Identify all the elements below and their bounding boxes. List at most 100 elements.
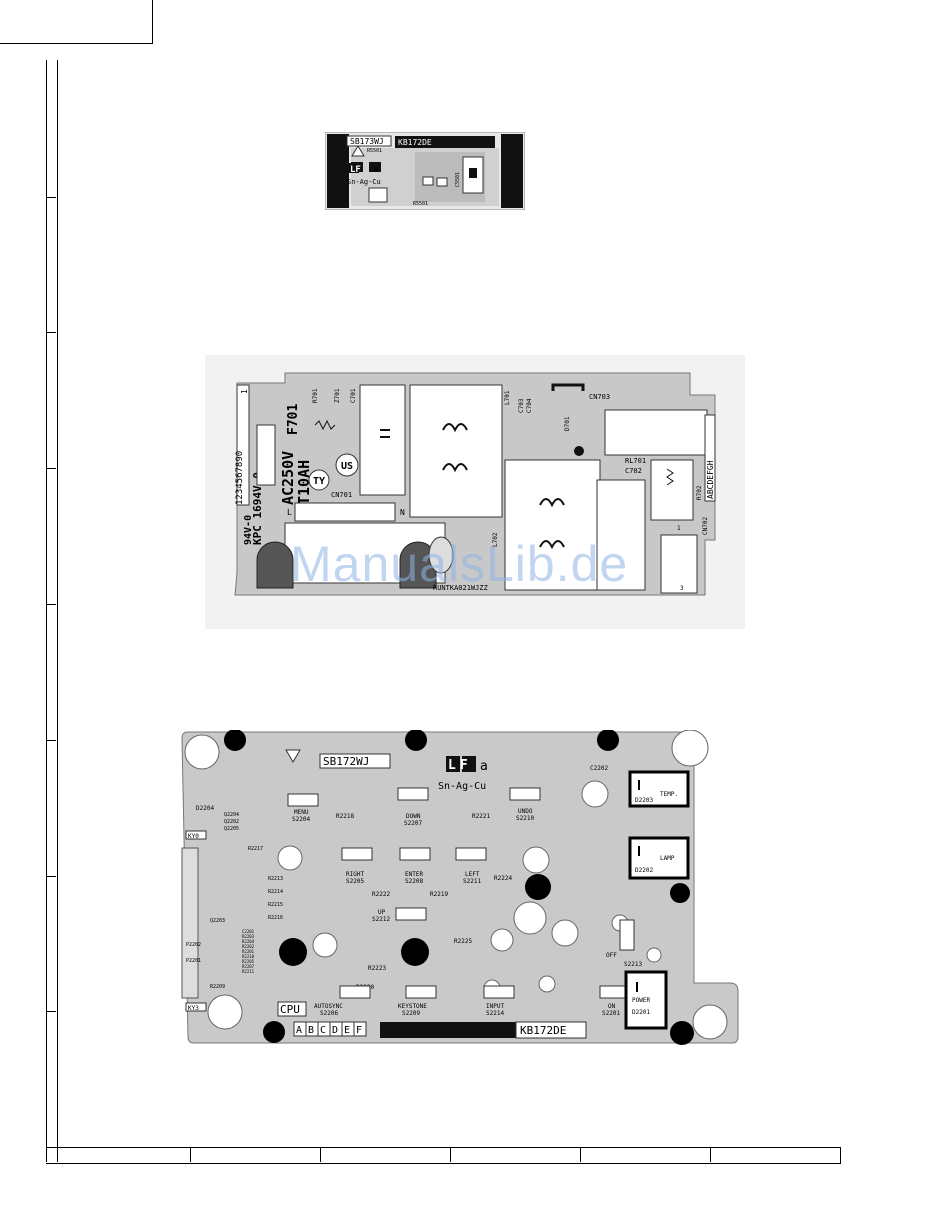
letter-c: C (320, 1025, 326, 1036)
small-pcb-label-kb: KB172DE (398, 138, 432, 147)
switch-menu (287, 793, 319, 807)
small-pcb-lf-suffix: a (373, 165, 378, 175)
letter-d: D (332, 1025, 338, 1036)
switch-input-ref: S2214 (486, 1010, 504, 1017)
ref-r2215: R2215 (268, 902, 283, 908)
switch-keystone-label: KEYSTONE (398, 1003, 427, 1010)
column-divider (320, 1147, 321, 1162)
ref-r2213: R2213 (268, 876, 283, 882)
small-ref: R2201 (242, 949, 255, 954)
ref-p2201: P2201 (186, 958, 201, 964)
switch-enter-ref: S2208 (405, 878, 423, 885)
switch-keystone (405, 985, 437, 999)
label-d701: D701 (564, 416, 571, 431)
switch-enter (399, 847, 431, 861)
led-temp-ref: D2203 (635, 797, 653, 804)
switch-left-label: LEFT (465, 871, 480, 878)
ref-q2204: Q2204 (224, 812, 239, 818)
small-ref: R2204 (242, 939, 255, 944)
ul-label: 94V-0 (243, 515, 254, 545)
alloy-label: Sn-Ag-Cu (438, 781, 486, 792)
label-c704: C704 (526, 398, 533, 413)
label-z701: Z701 (334, 388, 341, 403)
ref-r2216: R2216 (268, 915, 283, 921)
switch-down (397, 787, 429, 801)
switch-off-ref: S2213 (624, 961, 642, 968)
column-divider (190, 1147, 191, 1162)
number-strip: 1 (236, 384, 250, 506)
ref-q2203: Q2203 (210, 918, 225, 924)
ref-r2218: R2218 (336, 813, 354, 820)
small-pcb-ref-top: R5501 (367, 148, 382, 154)
led-power-label: POWER (632, 997, 650, 1004)
switch-left-ref: S2211 (463, 878, 481, 885)
switch-right (341, 847, 373, 861)
small-pcb-ref-bottom: R5501 (413, 201, 428, 207)
ref-r2217: R2217 (248, 846, 263, 852)
terminal-n: N (400, 508, 405, 517)
connector-cn701: CN701 (331, 491, 352, 499)
row-divider (46, 468, 56, 469)
bottom-frame-rail (46, 1147, 841, 1164)
switch-enter-label: ENTER (405, 871, 423, 878)
pin-1: 1 (677, 525, 681, 532)
switch-input (483, 985, 515, 999)
ref-p2202: P2202 (186, 942, 201, 948)
letter-b: B (308, 1025, 314, 1036)
switch-undo-label: UNDO (518, 808, 533, 815)
kpc-label: KPC 1694V-0 (251, 472, 264, 545)
switch-right-ref: S2205 (346, 878, 364, 885)
small-pcb-label-sb: SB173WJ (350, 137, 384, 146)
row-divider (46, 740, 56, 741)
column-divider (710, 1147, 711, 1162)
switch-up-ref: S2212 (372, 916, 390, 923)
ref-r2219: R2219 (430, 891, 448, 898)
us-cert-icon (335, 453, 359, 477)
switch-right-label: RIGHT (346, 871, 364, 878)
row-divider (46, 332, 56, 333)
ref-r2223: R2223 (368, 965, 386, 972)
small-pcb-board: SB173WJ KB172DE R5501 R5501 C5501 LF a S… (325, 132, 525, 210)
switch-down-ref: S2207 (404, 820, 422, 827)
rating-current: T10AH (295, 460, 313, 505)
ref-q2202: Q2202 (224, 819, 239, 825)
letter-strip: ABCDEFGH (706, 460, 715, 499)
letter-grid (293, 1021, 367, 1037)
lf-mark: LF (448, 758, 472, 773)
cpu-label: CPU (280, 1003, 300, 1016)
small-pcb-ref-cap: C5501 (455, 172, 461, 187)
terminal-l: L (287, 508, 292, 517)
small-ref: R2207 (242, 964, 255, 969)
switch-keystone-ref: S2209 (402, 1010, 420, 1017)
small-ref: R2210 (242, 954, 255, 959)
small-pcb-alloy: Sn-Ag-Cu (347, 178, 381, 186)
switch-undo (509, 787, 541, 801)
column-divider (580, 1147, 581, 1162)
ref-ky3: KY3 (188, 1005, 199, 1012)
switch-undo-ref: S2210 (516, 815, 534, 822)
switch-autosync-label: AUTOSYNC (314, 1003, 343, 1010)
column-divider (450, 1147, 451, 1162)
led-power-ref: D2201 (632, 1009, 650, 1016)
small-ref: R2202 (242, 944, 255, 949)
label-l702: L702 (492, 532, 499, 547)
letter-f: F (356, 1025, 362, 1036)
switch-on-label: ON (608, 1003, 616, 1010)
strip-numbers: 1234567890 (235, 451, 245, 505)
connector-cn703: CN703 (589, 393, 610, 401)
rating-voltage: AC250V (279, 451, 297, 505)
label-r701: R701 (312, 388, 319, 403)
switch-off-label: OFF (606, 952, 617, 959)
ref-ky0: KY0 (188, 833, 199, 840)
label-c703: C703 (518, 398, 525, 413)
connector-cn702: CN702 (702, 517, 709, 535)
switch-down-label: DOWN (406, 813, 421, 820)
watermark: ManualsLib.de (290, 536, 629, 592)
label-r702: R702 (696, 485, 703, 500)
led-temp-label: TEMP. (660, 791, 678, 798)
row-divider (46, 197, 56, 198)
row-divider (46, 604, 56, 605)
switch-autosync (339, 985, 371, 999)
left-frame-rail (46, 60, 58, 1162)
ref-q2205: Q2205 (224, 826, 239, 832)
